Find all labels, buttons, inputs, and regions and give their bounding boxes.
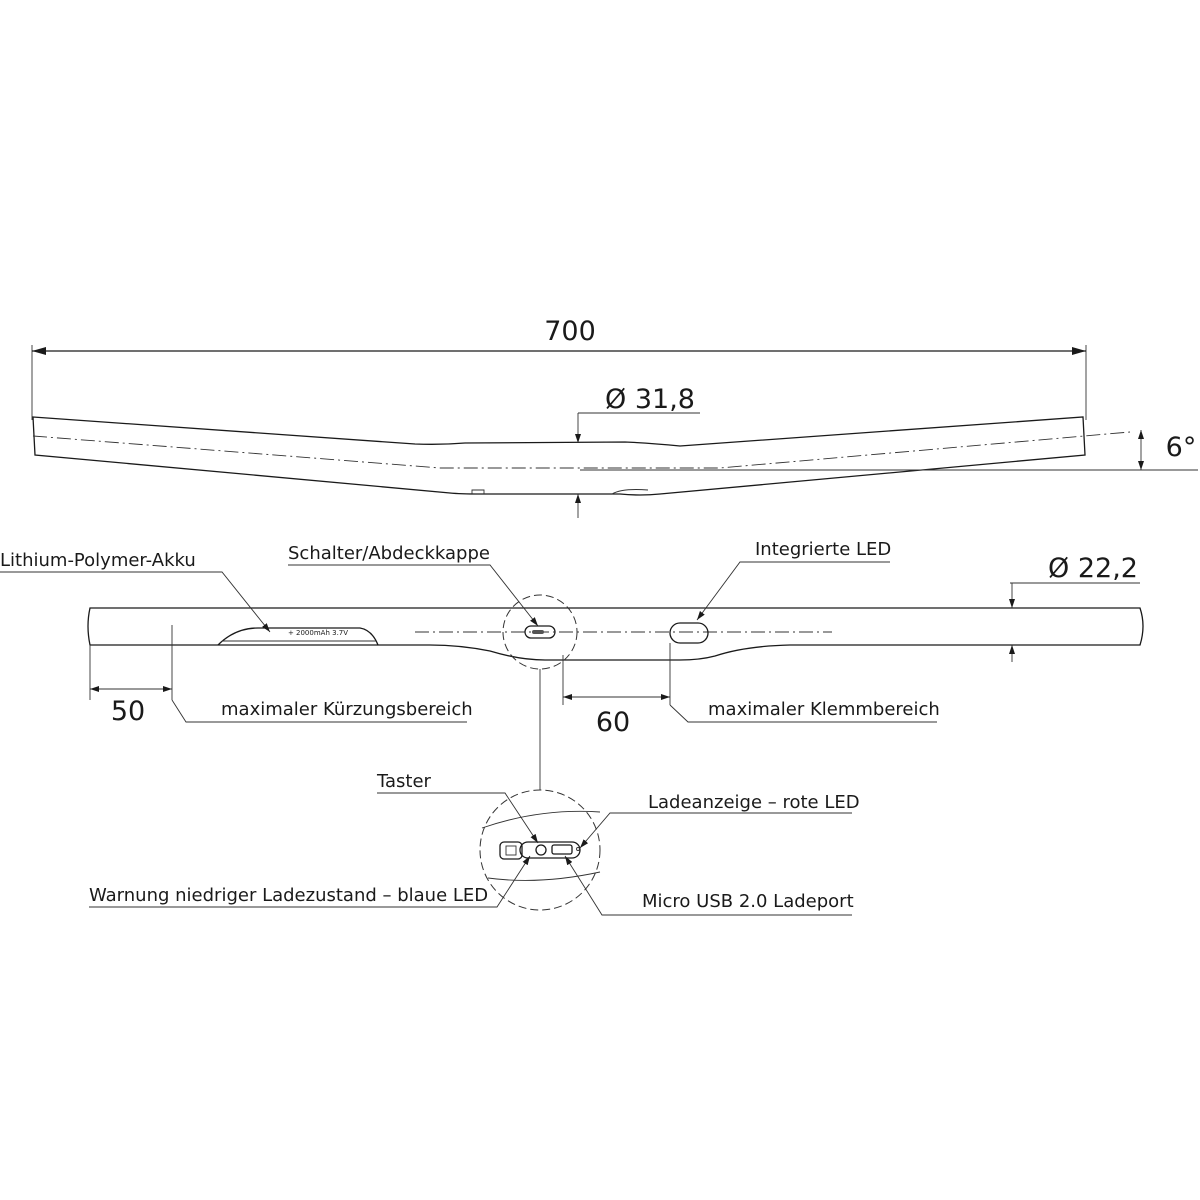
integrated-led	[669, 622, 709, 644]
usb-port-label: Micro USB 2.0 Ladeport	[642, 891, 854, 912]
handlebar-top-view: + 2000mAh 3.7V	[87, 594, 1144, 670]
clamp-offset-value: 60	[596, 707, 630, 738]
switch-cap	[524, 625, 556, 639]
charge-indicator-callout: Ladeanzeige – rote LED	[579, 792, 860, 849]
handlebar-front-view	[32, 416, 1198, 496]
cut-value: 50	[111, 696, 145, 727]
switch-detail-circle	[502, 594, 578, 670]
usb-port-callout: Micro USB 2.0 Ladeport	[564, 855, 854, 916]
angle-dimension: 6°	[1138, 430, 1197, 470]
button	[535, 844, 547, 856]
width-value: 700	[544, 316, 596, 347]
cut-area-label: maximaler Kürzungsbereich	[221, 699, 473, 720]
battery: + 2000mAh 3.7V	[217, 627, 379, 646]
angle-value: 6°	[1166, 432, 1197, 463]
button-callout: Taster	[376, 771, 539, 844]
grip-diameter-value: Ø 22,2	[1048, 553, 1138, 584]
charge-indicator-label: Ladeanzeige – rote LED	[648, 792, 860, 813]
clamp-dimension: 60 maximaler Klemmbereich	[562, 643, 940, 738]
switch-label: Schalter/Abdeckkappe	[288, 543, 490, 564]
led-callout: Integrierte LED	[696, 539, 891, 621]
grip-diameter-dimension: Ø 22,2	[1009, 553, 1140, 662]
clamp-diameter-value: Ø 31,8	[605, 384, 695, 415]
cut-dimension: 50 maximaler Kürzungsbereich	[89, 625, 473, 727]
width-dimension: 700	[31, 316, 1087, 420]
clamp-area-label: maximaler Klemmbereich	[708, 699, 940, 720]
led-label: Integrierte LED	[755, 539, 891, 560]
battery-label: Lithium-Polymer-Akku	[0, 550, 196, 571]
usb-port	[551, 844, 573, 855]
warning-led-callout: Warnung niedriger Ladezustand – blaue LE…	[89, 855, 531, 908]
switch-callout: Schalter/Abdeckkappe	[288, 543, 539, 627]
switch-detail-view	[479, 669, 601, 911]
battery-callout: Lithium-Polymer-Akku	[0, 550, 271, 633]
warning-led-label: Warnung niedriger Ladezustand – blaue LE…	[89, 885, 488, 906]
clamp-diameter-dimension: Ø 31,8	[575, 384, 700, 518]
button-label: Taster	[376, 771, 432, 792]
battery-marking: + 2000mAh 3.7V	[288, 629, 348, 637]
